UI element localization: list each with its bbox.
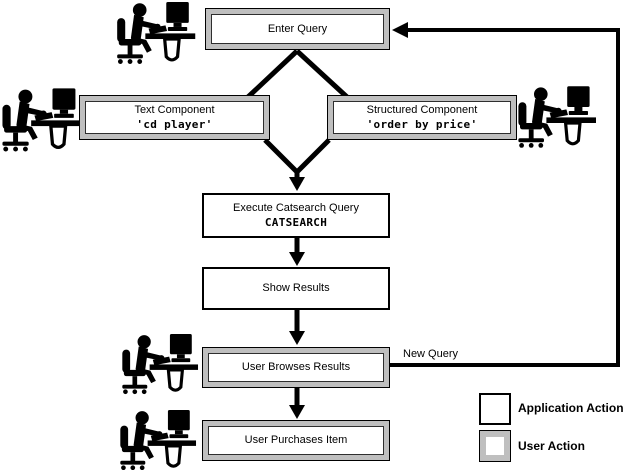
node-sublabel: CATSEARCH — [264, 215, 328, 229]
node-user-browses-results-face: User Browses Results — [208, 353, 384, 382]
node-label: User Browses Results — [241, 361, 351, 374]
arrowhead-into-user-browses — [289, 331, 305, 345]
legend-swatch-user-action-face — [486, 437, 504, 455]
node-label: Enter Query — [267, 22, 328, 35]
node-text-component: Text Component 'cd player' — [79, 95, 270, 140]
person-at-computer-icon — [516, 86, 596, 152]
node-structured-component: Structured Component 'order by price' — [327, 95, 517, 140]
node-show-results: Show Results — [202, 267, 390, 310]
node-label: Structured Component — [366, 103, 478, 116]
arrowhead-into-show-results — [289, 252, 305, 266]
edge-label-new-query: New Query — [403, 348, 459, 360]
legend-swatch-application-action — [479, 393, 511, 425]
node-structured-component-face: Structured Component 'order by price' — [333, 101, 511, 134]
person-at-computer-icon — [0, 85, 82, 159]
legend-label-user-action: User Action — [518, 439, 585, 453]
arrowhead-into-enter-query — [392, 22, 408, 38]
merge-line-left — [263, 138, 299, 174]
split-line-left — [246, 49, 299, 99]
node-execute-catsearch-query: Execute Catsearch Query CATSEARCH — [202, 193, 390, 238]
person-at-computer-icon — [113, 2, 197, 68]
node-enter-query-face: Enter Query — [211, 14, 384, 44]
arrowhead-into-user-purchases — [289, 405, 305, 419]
node-label: Show Results — [262, 282, 330, 295]
node-enter-query: Enter Query — [205, 8, 390, 50]
node-sublabel: 'order by price' — [366, 117, 478, 131]
node-user-browses-results: User Browses Results — [202, 347, 390, 388]
legend-swatch-user-action — [479, 430, 511, 462]
node-label: Execute Catsearch Query — [233, 201, 359, 214]
node-label: Text Component — [134, 103, 215, 116]
new-query-loop-line — [390, 28, 620, 367]
node-label: User Purchases Item — [244, 434, 348, 447]
split-line-right — [295, 49, 349, 99]
person-at-computer-icon — [119, 334, 199, 398]
person-at-computer-icon — [117, 410, 197, 470]
arrowhead-into-execute — [289, 177, 305, 191]
merge-line-right — [295, 138, 331, 174]
node-sublabel: 'cd player' — [136, 117, 213, 131]
node-user-purchases-item: User Purchases Item — [202, 420, 390, 461]
node-text-component-face: Text Component 'cd player' — [85, 101, 264, 134]
node-user-purchases-item-face: User Purchases Item — [208, 426, 384, 455]
legend-label-application-action: Application Action — [518, 401, 624, 415]
